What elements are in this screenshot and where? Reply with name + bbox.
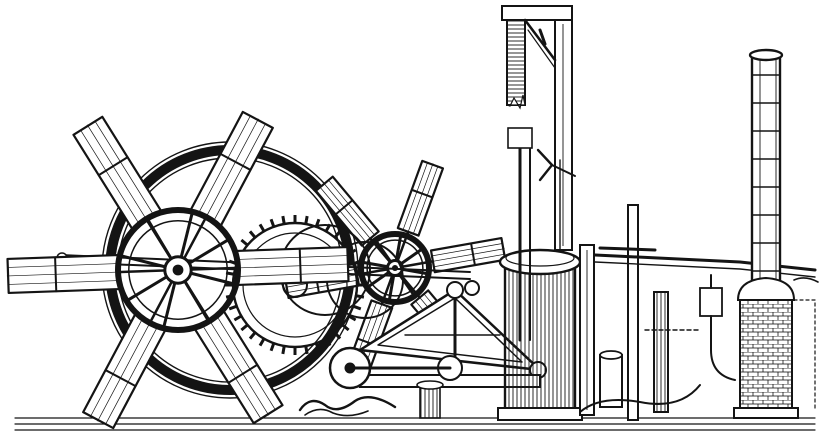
gear-tooth (324, 337, 332, 347)
gear-tooth (228, 304, 238, 311)
paddle-band (219, 152, 252, 172)
gear-tooth (269, 218, 276, 228)
gear-tooth (347, 248, 357, 256)
wood-grain (237, 263, 348, 269)
gear-tooth (233, 314, 243, 322)
paddle-band (470, 242, 476, 266)
wood-grain (407, 164, 433, 232)
wood-grain (319, 187, 367, 243)
wood-grain (8, 280, 119, 285)
gear-tooth (304, 345, 309, 355)
gear-tooth (258, 337, 266, 347)
wheel-rim (128, 220, 228, 320)
gear-tooth (248, 331, 257, 340)
wood-grain (237, 255, 348, 260)
wood-grain (216, 315, 276, 410)
paddle-band (54, 256, 58, 293)
gear-tooth (281, 215, 286, 225)
pipework (579, 204, 817, 421)
steam-cylinder-icon (497, 248, 583, 421)
gear-tooth (352, 304, 362, 311)
wood-grain (328, 179, 375, 236)
axle (172, 264, 184, 276)
paddle-band (410, 188, 434, 199)
gear-tooth (240, 238, 249, 247)
wood-grain (90, 318, 143, 417)
gear-tooth (314, 342, 321, 352)
wood-grain (105, 326, 158, 425)
paddle-wheel-icon (6, 110, 350, 430)
wood-grain (402, 162, 428, 231)
gear-tooth (333, 331, 342, 340)
gear-tooth (341, 238, 350, 247)
wood-grain (413, 166, 439, 234)
gear-tooth (258, 223, 266, 233)
wood-grain (202, 324, 262, 419)
paddle-band (334, 199, 354, 216)
wood-grain (97, 322, 151, 421)
paddle-band (104, 368, 137, 388)
wood-grain (213, 123, 266, 222)
gallows-frame-icon (501, 5, 576, 257)
wood-grain (94, 121, 154, 216)
gear-tooth (314, 218, 321, 228)
crank-assembly (298, 346, 463, 419)
wood-grain (237, 272, 349, 277)
wood-grain (433, 253, 505, 268)
gear-tooth (333, 230, 342, 239)
chimney-icon (733, 48, 819, 419)
wood-grain (324, 183, 371, 239)
paddle-band (97, 155, 129, 177)
floor (14, 417, 816, 431)
wood-grain (8, 271, 119, 277)
wood-grain (205, 119, 259, 218)
wood-grain (432, 248, 504, 262)
gear-tooth (240, 323, 249, 332)
wood-grain (209, 320, 269, 415)
wood-grain (198, 115, 251, 214)
paddle-band (227, 363, 259, 385)
paddle-band (298, 247, 302, 284)
gear-tooth (248, 230, 257, 239)
wheel-rim (115, 207, 241, 333)
wood-grain (7, 263, 119, 268)
wood-grain (87, 125, 147, 220)
gear-tooth (341, 323, 350, 332)
gear-tooth (347, 314, 357, 322)
gear-tooth (304, 215, 309, 225)
wood-grain (431, 243, 503, 257)
gear-tooth (352, 259, 362, 266)
gear-tooth (269, 342, 276, 352)
gear-tooth (355, 294, 365, 299)
gear-tooth (281, 345, 286, 355)
wood-grain (80, 130, 140, 225)
gear-tooth (324, 223, 332, 233)
